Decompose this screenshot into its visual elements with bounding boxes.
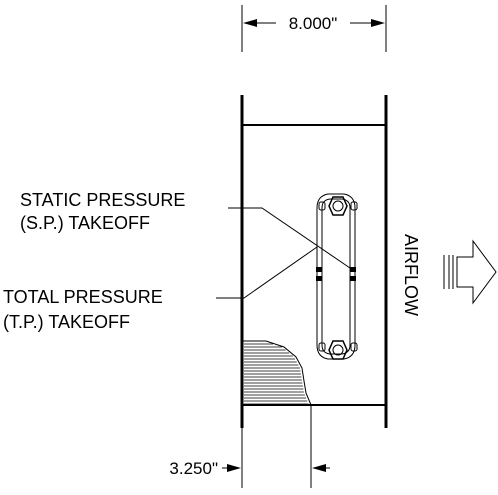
top-dimension: 8.000" [241,5,387,52]
bottom-manifold-inner [321,344,351,355]
bottom-arrowhead-right [312,464,326,472]
leader-lines [216,207,351,299]
total-pressure-leader [216,246,318,299]
top-arrowhead-left [243,19,257,27]
static-pressure-port-upper [350,267,356,272]
top-hex-fitting [328,196,348,216]
bottom-arrowhead-left [227,464,241,472]
airflow-arrow-icon [443,239,497,305]
top-left-end-fitting [318,201,326,211]
duct [240,95,388,428]
bottom-left-end-fitting [318,342,326,352]
static-pressure-leader [228,207,351,269]
bottom-dimension: 3.250" [169,405,330,488]
total-pressure-label-line1: TOTAL PRESSURE [3,287,163,307]
static-pressure-label-line1: STATIC PRESSURE [20,190,185,210]
total-pressure-port-upper [316,267,322,272]
static-pressure-port-lower [350,276,356,281]
bottom-right-end-fitting [350,342,358,352]
total-pressure-label-line2: (T.P.) TAKEOFF [3,312,130,332]
static-pressure-label-line2: (S.P.) TAKEOFF [20,213,150,233]
total-pressure-port-lower [316,276,322,281]
top-dimension-text: 8.000" [289,14,338,33]
top-right-end-fitting [350,201,358,211]
airflow-label: AIRFLOW [401,234,421,316]
bottom-manifold-outer [316,344,356,360]
pitot-tube-assembly [316,193,358,360]
bottom-dimension-text: 3.250" [169,459,218,478]
duct-cutaway-section [243,340,312,406]
top-manifold-inner [321,198,351,209]
top-arrowhead-right [371,19,385,27]
bottom-hex-fitting [328,340,348,360]
cutaway-break-line [243,340,312,406]
cutaway-hatching [244,343,309,405]
top-fitting-bore [332,200,344,212]
bottom-fitting-bore [332,344,344,356]
